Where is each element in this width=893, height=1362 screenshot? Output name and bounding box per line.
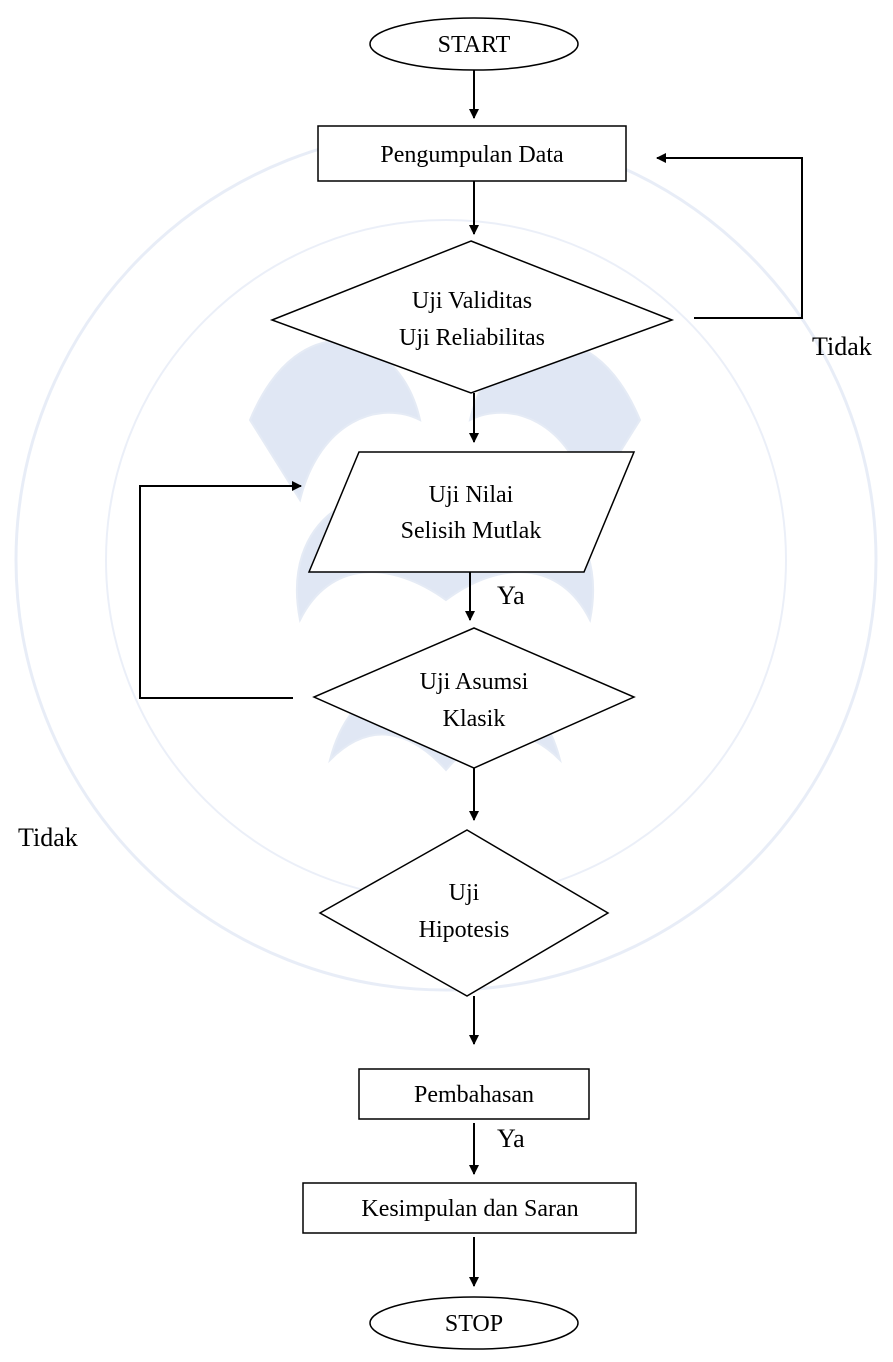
validitas-decision (269, 240, 675, 394)
stop-label: STOP (445, 1311, 503, 1337)
stop-terminal (369, 1296, 579, 1350)
hipotesis-decision (318, 829, 610, 997)
start-label: START (438, 32, 511, 58)
pengumpulan-data-process (317, 125, 627, 182)
tidak-label-asumsi: Tidak (18, 823, 78, 852)
tidak-label-validitas: Tidak (812, 332, 872, 361)
pembahasan-process (358, 1068, 590, 1120)
kesimpulan-saran-process (302, 1182, 637, 1234)
nilai-label-line1: Uji Nilai (429, 482, 514, 508)
nilai-label-line2: Selisih Mutlak (401, 518, 542, 544)
hipotesis-label-line2: Hipotesis (419, 917, 510, 943)
asumsi-label-line2: Klasik (443, 706, 506, 732)
nilai-selisih-mutlak-io (307, 451, 636, 573)
asumsi-label-line1: Uji Asumsi (420, 669, 529, 695)
validitas-label-line2: Uji Reliabilitas (399, 325, 545, 351)
hipotesis-label-line1: Uji (449, 880, 480, 906)
pengumpulan-data-label: Pengumpulan Data (380, 142, 564, 168)
validitas-label-line1: Uji Validitas (412, 288, 532, 314)
loop-asumsi-to-nilai (139, 481, 302, 699)
kesimpulan-label: Kesimpulan dan Saran (361, 1196, 578, 1222)
ya-label-pembahasan: Ya (497, 1124, 525, 1153)
loop-validitas-to-pengumpulan (656, 153, 803, 319)
asumsi-klasik-decision (312, 627, 636, 769)
pembahasan-label: Pembahasan (414, 1082, 534, 1108)
ya-label-nilai: Ya (497, 581, 525, 610)
